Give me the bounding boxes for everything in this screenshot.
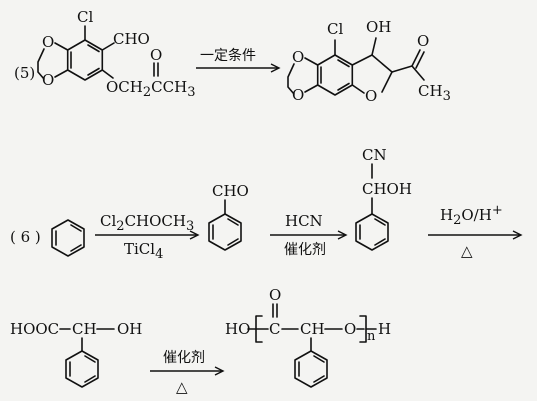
r5-pr-ketone-bond-b bbox=[415, 51, 425, 69]
r5-starting-material: Cl CHO OCH2CCH3 O O O bbox=[37, 8, 195, 100]
r5-pr-ring-o2: O bbox=[292, 86, 304, 104]
r5-pr-ch3: CH3 bbox=[418, 82, 451, 104]
r6-acid-double-2 bbox=[84, 375, 96, 383]
r6-reagent-3: H2O/H+ bbox=[440, 203, 503, 228]
r5-pr-methyl-bond bbox=[411, 65, 425, 81]
r6-cyanohydrin: CN CHOH bbox=[355, 146, 412, 251]
r6-polymer: HO C O CH O n H bbox=[225, 286, 391, 388]
r5-pr-dioxane-bond-2 bbox=[304, 84, 319, 93]
r6-poly-n: n bbox=[367, 329, 376, 344]
r5-sm-double-bond-2 bbox=[87, 67, 100, 76]
r5-arrow-head bbox=[270, 63, 281, 73]
r5-pr-ring-o: O bbox=[365, 87, 377, 105]
r5-pr-ketone-o: O bbox=[417, 32, 429, 50]
r6-reagent-3-below: △ bbox=[461, 242, 473, 260]
r6-acid-oh: OH bbox=[117, 320, 142, 338]
r6-int1-double-2 bbox=[227, 238, 239, 246]
r5-pr-benzene-ring bbox=[316, 54, 354, 96]
r5-sm-cho: CHO bbox=[113, 30, 150, 48]
r5-sm-dioxane-bond-2 bbox=[54, 69, 69, 78]
r5-pr-furan-bond-1 bbox=[351, 54, 373, 66]
r6-poly-double-2 bbox=[313, 375, 325, 383]
r5-pr-furan-bond-3 bbox=[381, 71, 393, 93]
r5-pr-ketone-bond-a bbox=[411, 49, 421, 67]
r5-sm-cho-bond bbox=[101, 42, 115, 51]
r6-arrow-2-group: HCN 催化剂 bbox=[270, 212, 348, 258]
r5-pr-furan-bond-4 bbox=[351, 84, 365, 94]
r5-pr-double-bond-2 bbox=[337, 82, 350, 91]
r5-arrow-group: 一定条件 bbox=[196, 47, 281, 73]
r6-reagent-2: HCN bbox=[285, 212, 323, 230]
r5-pr-furan-bond-2 bbox=[371, 54, 393, 73]
r6-benzene-ring bbox=[51, 219, 85, 257]
r6-int2-chooh: CHOH bbox=[362, 180, 412, 198]
r5-sm-carbonyl-o: O bbox=[150, 46, 162, 64]
r6-int2-ring bbox=[355, 213, 389, 251]
r6-poly-ho: HO bbox=[225, 320, 250, 338]
reaction-5: (5) Cl CHO OCH2CCH3 O O O bbox=[14, 8, 451, 105]
r6-benzene-double-1 bbox=[70, 224, 82, 232]
r6-arrow-3-group: H2O/H+ △ bbox=[428, 203, 523, 260]
r5-pr-dioxane-ch2 bbox=[287, 63, 295, 95]
r6-reagent-1-below: TiCl4 bbox=[124, 240, 163, 262]
r5-pr-acetyl-bond bbox=[391, 65, 413, 73]
r5-sm-cl: Cl bbox=[77, 8, 93, 26]
r6-acid-hooc: HOOC bbox=[10, 320, 59, 338]
r6-arrow-1-head bbox=[189, 230, 200, 240]
r5-pr-oh: OH bbox=[366, 18, 391, 36]
r5-pr-ring-o1: O bbox=[292, 48, 304, 66]
r6-benzene-double-2 bbox=[70, 244, 82, 252]
r6-int2-double-1 bbox=[374, 218, 386, 226]
r5-pr-cl: Cl bbox=[327, 20, 343, 38]
r6-reagent-4: 催化剂 bbox=[163, 350, 205, 366]
r6-int1-ring bbox=[208, 213, 242, 251]
r6-mandelic-acid: HOOC CH OH bbox=[10, 320, 142, 388]
r5-pr-double-bond-1 bbox=[337, 59, 350, 68]
r6-arrow-4-head bbox=[214, 366, 225, 376]
r5-pr-dioxane-bond-1 bbox=[304, 57, 319, 66]
reaction-6-number: ( 6 ) bbox=[10, 228, 41, 246]
r6-acid-double-1 bbox=[84, 355, 96, 363]
r5-sm-ether-bond bbox=[101, 69, 114, 79]
r6-benzene bbox=[51, 219, 85, 257]
r6-poly-h: H bbox=[378, 320, 391, 338]
r6-arrow-1-group: Cl2CHOCH3 TiCl4 bbox=[95, 212, 200, 262]
r6-int2-cn: CN bbox=[362, 146, 387, 164]
r6-acid-ch: CH bbox=[72, 320, 97, 338]
r6-reagent-4-below: △ bbox=[176, 378, 188, 396]
r6-int1-cho: CHO bbox=[212, 182, 249, 200]
r6-int2-double-2 bbox=[374, 238, 386, 246]
r6-benzaldehyde: CHO bbox=[208, 182, 249, 251]
reaction-5-number: (5) bbox=[14, 64, 35, 82]
r5-sm-ring-o2: O bbox=[42, 71, 54, 89]
r6-int1-double-1 bbox=[227, 218, 239, 226]
r5-sm-dioxane-bond-1 bbox=[54, 42, 69, 51]
r5-sm-dioxane-ch2 bbox=[37, 48, 45, 80]
r5-pr-oh-bond bbox=[371, 37, 377, 56]
r6-arrow-3-head bbox=[512, 230, 523, 240]
r5-sm-ester-o: OCH2CCH3 bbox=[106, 78, 195, 100]
r5-sm-ring-o1: O bbox=[42, 33, 54, 51]
r6-poly-c: C bbox=[269, 320, 280, 338]
r5-sm-benzene-ring bbox=[66, 39, 104, 81]
r5-product: Cl O OH O CH3 O O bbox=[287, 18, 451, 105]
r6-poly-o-top: O bbox=[269, 286, 281, 304]
r6-poly-ch: CH bbox=[300, 320, 325, 338]
reaction-6: ( 6 ) Cl2CHOCH3 TiCl4 CHO HCN bbox=[10, 146, 523, 396]
r6-arrow-4-group: 催化剂 △ bbox=[150, 350, 225, 396]
r6-arrow-2-head bbox=[337, 230, 348, 240]
r6-reagent-1: Cl2CHOCH3 bbox=[100, 212, 194, 234]
r6-poly-o: O bbox=[344, 320, 356, 338]
r6-acid-ring bbox=[65, 350, 99, 388]
r6-poly-ring bbox=[294, 350, 328, 388]
r6-poly-double-1 bbox=[313, 355, 325, 363]
r6-reagent-2-below: 催化剂 bbox=[284, 242, 326, 258]
r5-sm-double-bond-1 bbox=[87, 44, 100, 53]
r5-arrow-label: 一定条件 bbox=[200, 47, 256, 64]
